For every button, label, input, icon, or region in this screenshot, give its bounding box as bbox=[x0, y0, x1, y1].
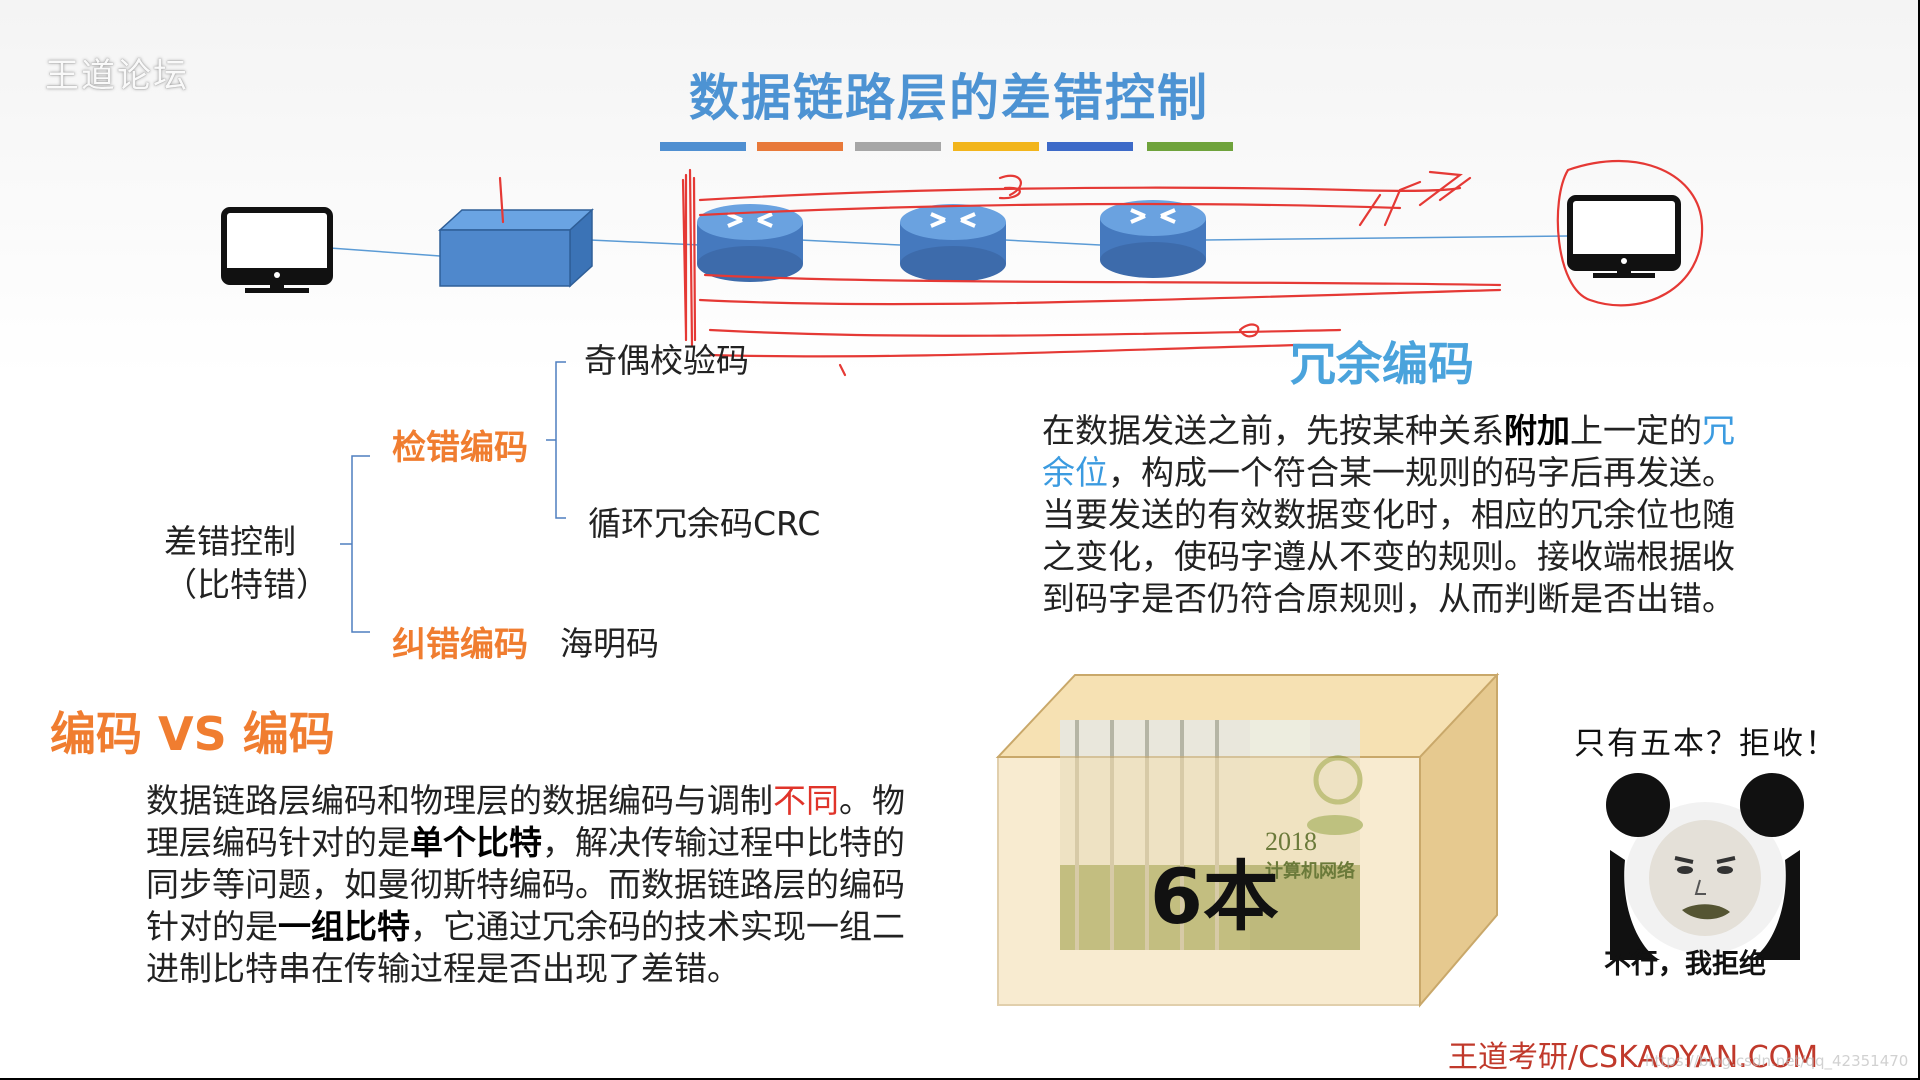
bold-run: 附加 bbox=[1504, 411, 1570, 450]
vs-line-4: 针对的是一组比特，它通过冗余码的技术实现一组二 bbox=[146, 906, 986, 948]
tree-detect-label: 检错编码 bbox=[392, 420, 528, 469]
text-run: 。物 bbox=[839, 781, 905, 820]
redundant-line-1: 在数据发送之前，先按某种关系附加上一定的冗 bbox=[1042, 410, 1802, 452]
tree-root-sublabel: （比特错） bbox=[164, 558, 329, 606]
text-run: 数据链路层编码和物理层的数据编码与调制 bbox=[146, 781, 773, 820]
vs-line-2: 理层编码针对的是单个比特，解决传输过程中比特的 bbox=[146, 822, 986, 864]
text-run: 理层编码针对的是 bbox=[146, 823, 410, 862]
tree-hamming-label: 海明码 bbox=[560, 617, 659, 665]
tree-root-label: 差错控制 bbox=[164, 515, 296, 563]
vs-paragraph: 数据链路层编码和物理层的数据编码与调制不同。物 理层编码针对的是单个比特，解决传… bbox=[146, 780, 986, 990]
tree-crc-label: 循环冗余码CRC bbox=[588, 497, 820, 545]
tree-parity-label: 奇偶校验码 bbox=[584, 334, 749, 382]
redundant-paragraph: 在数据发送之前，先按某种关系附加上一定的冗 余位，构成一个符合某一规则的码字后再… bbox=[1042, 410, 1802, 620]
redundant-line-3: 当要发送的有效数据变化时，相应的冗余位也随 bbox=[1042, 494, 1802, 536]
computer-right-icon bbox=[1570, 198, 1678, 278]
vs-line-1: 数据链路层编码和物理层的数据编码与调制不同。物 bbox=[146, 780, 986, 822]
corner-watermark: https://blog.csdn.net/qq_42351470 bbox=[1645, 1052, 1908, 1070]
tree-brackets bbox=[0, 0, 900, 680]
text-run: ，它通过冗余码的技术实现一组二 bbox=[410, 907, 905, 946]
bold-run: 一组比特 bbox=[278, 907, 410, 946]
highlight-run: 不同 bbox=[773, 781, 839, 820]
vs-title: 编码 VS 编码 bbox=[50, 698, 335, 764]
highlight-run: 余位 bbox=[1042, 453, 1108, 492]
vs-line-5: 进制比特串在传输过程是否出现了差错。 bbox=[146, 948, 986, 990]
highlight-run: 冗 bbox=[1702, 411, 1735, 450]
redundant-line-4: 之变化，使码字遵从不变的规则。接收端根据收 bbox=[1042, 536, 1802, 578]
panda-caption: 不行，我拒绝 bbox=[1604, 942, 1766, 981]
text-run: 在数据发送之前，先按某种关系 bbox=[1042, 411, 1504, 450]
redundant-line-2: 余位，构成一个符合某一规则的码字后再发送。 bbox=[1042, 452, 1802, 494]
redundant-line-5: 到码字是否仍符合原规则，从而判断是否出错。 bbox=[1042, 578, 1802, 620]
text-run: ，解决传输过程中比特的 bbox=[542, 823, 905, 862]
text-run: 针对的是 bbox=[146, 907, 278, 946]
router-icon bbox=[900, 204, 1006, 282]
text-run: ，构成一个符合某一规则的码字后再发送。 bbox=[1108, 453, 1735, 492]
router-icon bbox=[1100, 200, 1206, 278]
redundant-title: 冗余编码 bbox=[1290, 328, 1474, 394]
text-run: 上一定的 bbox=[1570, 411, 1702, 450]
bold-run: 单个比特 bbox=[410, 823, 542, 862]
book-count-label: 6本 bbox=[1150, 835, 1279, 945]
refuse-caption: 只有五本？拒收！ bbox=[1574, 718, 1838, 763]
tree-correct-label: 纠错编码 bbox=[392, 617, 528, 666]
vs-line-3: 同步等问题，如曼彻斯特编码。而数据链路层的编码 bbox=[146, 864, 986, 906]
